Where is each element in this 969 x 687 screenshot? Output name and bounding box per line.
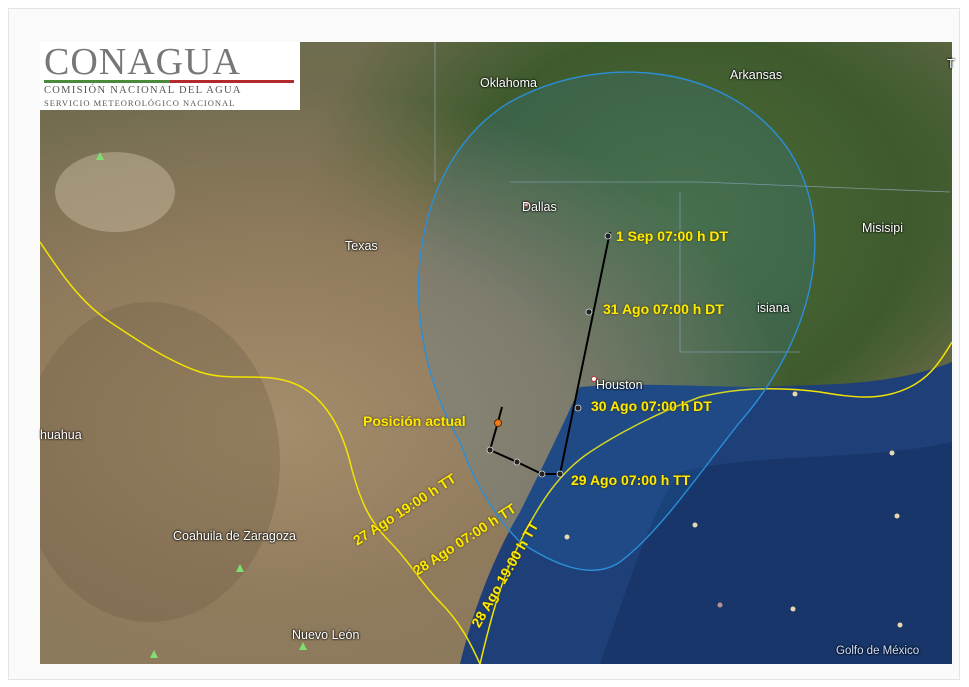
label-chihuahua: huahua <box>40 428 82 442</box>
logo-line1: COMISIÓN NACIONAL DEL AGUA <box>44 85 242 96</box>
conagua-logo: CONAGUA COMISIÓN NACIONAL DEL AGUA SERVI… <box>40 42 300 110</box>
logo-bar-red <box>170 80 294 83</box>
label-31-ago: 31 Ago 07:00 h DT <box>603 301 724 317</box>
forecast-track <box>488 231 611 475</box>
forecast-cone <box>417 71 816 571</box>
satellite-map <box>40 42 952 664</box>
buoy-point <box>894 513 900 519</box>
track-point <box>604 232 612 240</box>
buoy-point <box>692 522 698 528</box>
label-houston: Houston <box>596 378 643 392</box>
current-position-marker <box>494 419 502 427</box>
logo-wordmark: CONAGUA <box>44 41 241 83</box>
logo-line2: SERVICIO METEOROLÓGICO NACIONAL <box>44 98 236 108</box>
peak-marker <box>299 642 307 650</box>
label-arkansas: Arkansas <box>730 68 783 82</box>
label-texas: Texas <box>345 239 378 253</box>
buoy-point <box>792 391 798 397</box>
map-layers <box>40 42 952 664</box>
buoy-point <box>889 450 895 456</box>
buoy-point <box>717 602 723 608</box>
track-point <box>486 446 494 454</box>
peak-marker <box>150 650 158 658</box>
state-boundary <box>434 42 951 193</box>
logo-bar-green <box>44 80 294 83</box>
track-point <box>538 470 546 478</box>
label-current-position: Posición actual <box>363 413 466 429</box>
border-line <box>40 241 481 664</box>
buoy-point <box>897 622 903 628</box>
buoy-point <box>564 534 570 540</box>
track-point <box>513 458 521 466</box>
label-louisiana: isiana <box>757 301 790 315</box>
terrain-shade <box>55 152 175 232</box>
deep-gulf-shading <box>600 442 952 664</box>
state-boundary <box>679 192 800 353</box>
coastline <box>479 341 952 664</box>
label-1-sep: 1 Sep 07:00 h DT <box>616 228 729 244</box>
terrain-shade <box>40 302 280 622</box>
label-nuevo-leon: Nuevo León <box>292 628 360 642</box>
peak-marker <box>96 152 104 160</box>
label-oklahoma: Oklahoma <box>480 76 537 90</box>
track-point <box>585 308 593 316</box>
label-edge: T <box>947 57 955 71</box>
label-coahuila: Coahuila de Zaragoza <box>173 529 296 543</box>
buoy-point <box>790 606 796 612</box>
label-golfo: Golfo de México <box>836 645 920 657</box>
city-marker <box>591 376 597 382</box>
label-30-ago: 30 Ago 07:00 h DT <box>591 398 712 414</box>
track-point <box>574 404 582 412</box>
label-misisipi: Misisipi <box>862 221 903 235</box>
label-dallas: Dallas <box>522 200 557 214</box>
track-point <box>556 470 564 478</box>
city-marker <box>523 201 529 207</box>
peak-marker <box>236 564 244 572</box>
label-29-ago: 29 Ago 07:00 h TT <box>571 472 691 488</box>
